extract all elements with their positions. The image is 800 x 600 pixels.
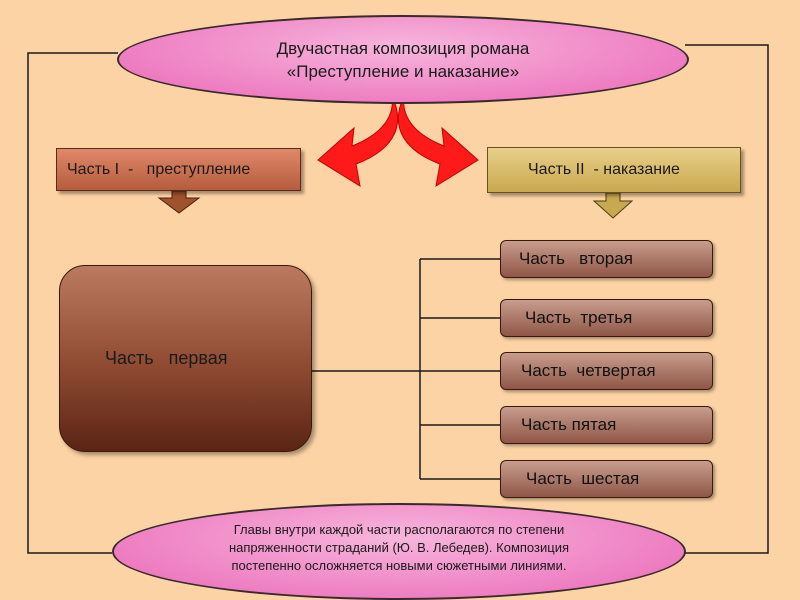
red-arrow-left — [317, 95, 399, 188]
frame-line-left — [27, 52, 118, 554]
part-one-header: Часть I - преступление — [56, 148, 301, 191]
down-arrow-part-two — [592, 192, 634, 219]
part-second-label: Часть вторая — [519, 249, 633, 268]
part-first-box: Часть первая — [59, 265, 312, 452]
part-one-header-label: Часть I - преступление — [67, 160, 251, 178]
part-two-header: Часть II - наказание — [487, 147, 741, 193]
part-third-label: Часть третья — [525, 308, 633, 327]
part-second-box: Часть вторая — [500, 240, 713, 278]
footer-ellipse: Главы внутри каждой части располагаются … — [112, 503, 686, 600]
part-sixth-label: Часть шестая — [526, 469, 640, 488]
part-fourth-label: Часть четвертая — [521, 361, 656, 380]
title-ellipse: Двучастная композиция романа «Преступлен… — [117, 15, 689, 104]
part-third-box: Часть третья — [500, 299, 713, 337]
part-two-header-label: Часть II - наказание — [528, 161, 680, 178]
footer-line-1: Главы внутри каждой части располагаются … — [233, 521, 565, 537]
part-fifth-box: Часть пятая — [500, 406, 713, 444]
title-line-2: «Преступление и наказание» — [286, 61, 520, 81]
part-fourth-box: Часть четвертая — [500, 352, 713, 390]
part-sixth-box: Часть шестая — [500, 460, 713, 498]
frame-line-right — [683, 44, 769, 554]
title-line-1: Двучастная композиция романа — [276, 38, 530, 58]
down-arrow-part-one — [157, 190, 201, 214]
part-fifth-label: Часть пятая — [521, 415, 617, 434]
footer-line-2: напряженности страданий (Ю. В. Лебедев).… — [228, 539, 569, 555]
part-first-label: Часть первая — [105, 348, 228, 368]
red-arrow-right — [397, 95, 479, 188]
footer-line-3: постепенно осложняется новыми сюжетными … — [231, 557, 567, 573]
